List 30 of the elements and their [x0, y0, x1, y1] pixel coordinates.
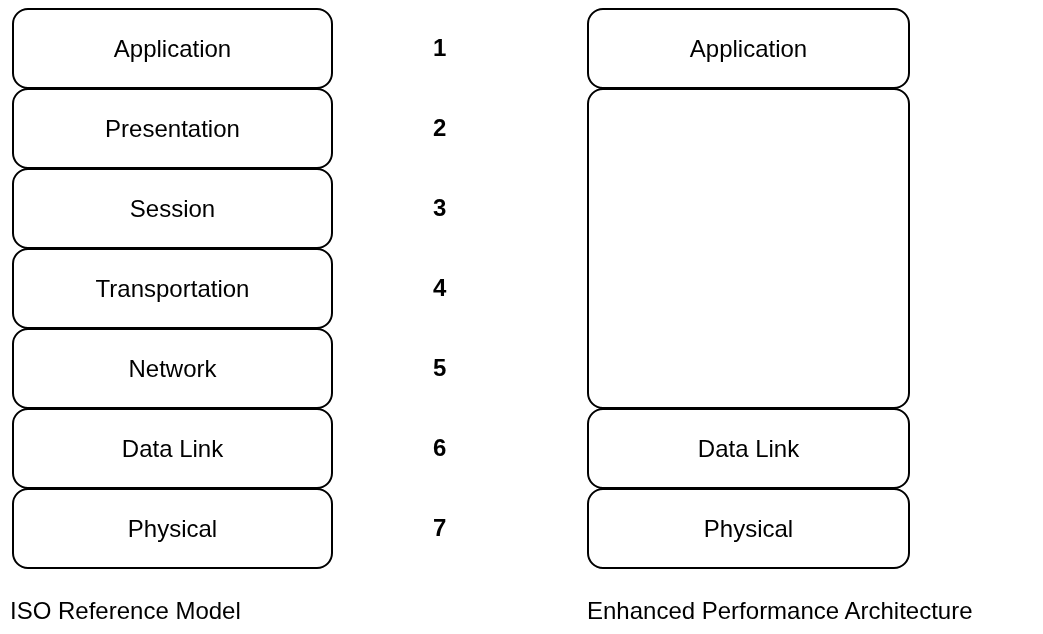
layer-number: 5 [433, 354, 447, 382]
layer-label: Application [113, 34, 232, 63]
layer-number: 2 [433, 114, 447, 142]
layer-box [12, 8, 333, 89]
layer-label: Network [128, 354, 217, 383]
layer-number: 4 [433, 274, 447, 302]
layer-box [587, 488, 910, 569]
layer-label: Data Link [121, 434, 224, 463]
layer-label: Application [689, 34, 808, 63]
empty-layer-box [587, 88, 910, 409]
layer-label: Transportation [95, 274, 250, 303]
layer-number: 3 [433, 194, 447, 222]
layer-box [587, 8, 910, 89]
layer-box [12, 328, 333, 409]
model-caption: Enhanced Performance Architecture [587, 597, 973, 625]
layer-label: Presentation [105, 114, 240, 143]
layer-number: 7 [433, 514, 447, 542]
layer-label: Physical [703, 514, 794, 543]
layer-box [12, 408, 333, 489]
model-caption: ISO Reference Model [10, 597, 241, 625]
layer-box [12, 488, 333, 569]
layer-number: 1 [433, 34, 447, 62]
layer-box [12, 168, 333, 249]
layer-label: Physical [127, 514, 218, 543]
layer-box [12, 88, 333, 169]
layer-box [12, 248, 333, 329]
layer-label: Data Link [697, 434, 800, 463]
layer-number: 6 [433, 434, 447, 462]
layer-label: Session [129, 194, 216, 223]
layer-box [587, 408, 910, 489]
